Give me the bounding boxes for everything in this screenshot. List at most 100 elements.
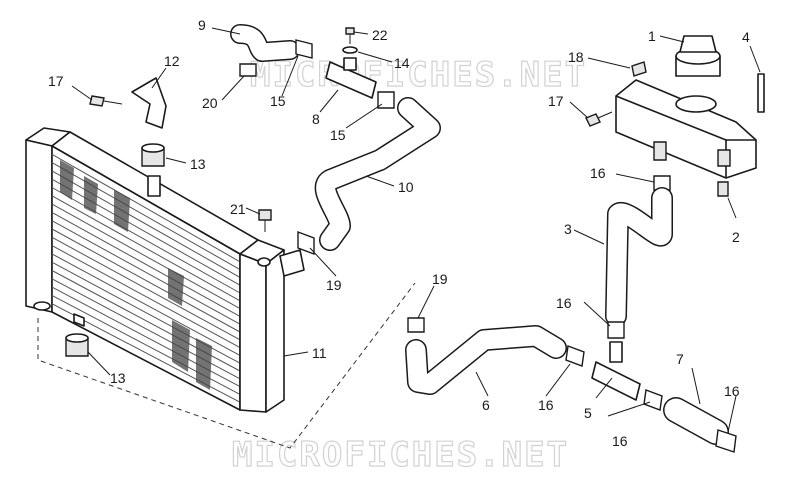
nut [631,61,647,77]
tank-mount [717,149,731,167]
callout-12: 12 [164,53,180,69]
radiator-shade-1 [60,160,74,200]
pin [757,73,765,113]
callout-1: 1 [648,28,656,44]
clamp-16-top [653,175,671,191]
reference-dashed-line [37,282,416,449]
callout-17-left: 17 [48,73,64,89]
radiator-outlet [279,249,305,277]
tank-filler-neck [675,95,717,113]
callout-2: 2 [732,229,740,245]
radiator-right-tank-side [265,249,285,413]
radiator-fin [51,245,241,349]
washer [342,46,358,54]
callout-16-mid: 16 [556,295,572,311]
tank-outlet [653,141,667,161]
radiator-fin [51,170,241,278]
callout-9: 9 [198,17,206,33]
callout-16-top: 16 [590,165,606,181]
clamp-16-end [715,429,737,453]
radiator-left-tank [25,139,53,313]
bolt-right-head [585,113,601,127]
hose-7 [664,398,728,444]
hose-10 [316,98,440,250]
radiator-fin [51,187,241,294]
hose-6 [406,326,566,394]
callout-13-bottom: 13 [110,370,126,386]
t-fitting [325,61,377,99]
callout-19-lower: 19 [432,271,448,287]
clamp-16-right [643,389,663,411]
radiator-fin [51,203,241,310]
radiator-fin [51,253,241,356]
radiator-shade-2 [84,176,98,214]
radiator-fin [51,178,241,286]
radiator [25,127,305,413]
t-fitting-stem [343,57,357,71]
callout-20: 20 [202,95,218,111]
radiator-shade-5 [172,320,190,372]
radiator-fin [51,228,241,333]
radiator-shade-6 [196,338,212,390]
expansion-tank [615,79,757,179]
callout-16-end: 16 [724,383,740,399]
radiator-cap-boss [257,257,271,267]
bracket [131,77,167,129]
callout-3: 3 [564,221,572,237]
callout-8: 8 [312,111,320,127]
radiator-bottom-peg [73,313,85,327]
radiator-fin [51,236,241,341]
callout-17-right: 17 [548,93,564,109]
bolt-left-shank [103,100,123,105]
watermark-bottom: MICROFICHES.NET [232,435,569,475]
tank-body [615,79,757,179]
watermark-top: MICROFICHES.NET [250,55,587,95]
callout-15-upper: 15 [270,93,286,109]
clamp-16-left [565,345,585,367]
bolt-left-head [89,95,105,107]
clamp-20 [239,63,257,77]
callout-16-right: 16 [612,433,628,449]
callout-19-upper: 19 [326,277,342,293]
grommet-bottom-cap [65,333,89,343]
callout-4: 4 [742,29,750,45]
radiator-shade-3 [114,190,130,232]
grommet-top-cap [141,143,165,153]
screw-22-head [345,27,355,35]
radiator-fin [51,195,241,302]
t-fitting-lower-stem [609,341,623,363]
callout-18: 18 [568,49,584,65]
callout-6: 6 [482,397,490,413]
clamp-15-upper [295,39,313,59]
bolt-21-head [258,209,272,221]
radiator-fin [51,162,241,271]
radiator-fin [51,211,241,317]
leader-lines [71,27,761,433]
bolt-right-shank [597,111,613,119]
callout-11: 11 [312,345,327,361]
hose-3 [606,188,672,326]
callout-13-top: 13 [190,156,206,172]
clamp-19-lower [407,317,425,333]
callout-7: 7 [676,351,684,367]
radiator-right-tank [239,253,267,413]
callout-10: 10 [398,179,414,195]
callout-16-left: 16 [538,397,554,413]
callout-22: 22 [372,27,388,43]
radiator-shade-4 [168,268,184,306]
clamp-16-mid [607,321,625,339]
filler-cap-grip [679,35,717,53]
callout-14: 14 [394,55,410,71]
radiator-fin [51,153,241,263]
spacer [717,181,729,197]
callout-15-lower: 15 [330,127,346,143]
callout-5: 5 [584,405,592,421]
radiator-fin [51,220,241,325]
t-fitting-lower [591,361,641,401]
hose-9 [231,25,299,61]
radiator-top-stud [147,175,161,197]
callout-21: 21 [230,201,246,217]
radiator-left-peg [33,301,51,311]
